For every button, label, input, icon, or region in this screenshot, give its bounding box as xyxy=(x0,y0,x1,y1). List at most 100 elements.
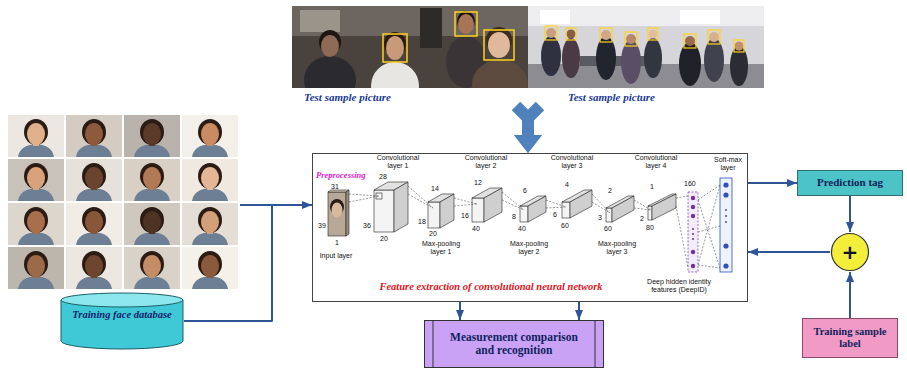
dimension-number: 60 xyxy=(561,222,569,230)
face-photo-grid xyxy=(66,159,122,201)
flow-arrow xyxy=(849,272,851,318)
dimension-number: 39 xyxy=(318,222,326,230)
test-photo xyxy=(685,36,695,46)
process-side-bar xyxy=(595,321,596,367)
process-side-bar xyxy=(433,321,434,367)
projection-lines xyxy=(502,192,524,210)
test-photo xyxy=(304,56,356,88)
face-photo-grid xyxy=(182,203,238,245)
test-photo xyxy=(567,30,576,39)
layer-name: Convolutional layer 4 xyxy=(630,154,682,169)
test-photo xyxy=(709,32,719,42)
projection-lines xyxy=(634,200,651,210)
deepid-layer xyxy=(692,233,694,235)
face-photo-grid xyxy=(124,203,180,245)
dimension-number: 1 xyxy=(335,239,339,247)
layer-name: Max-pooling layer 3 xyxy=(594,240,640,255)
softmax-layer xyxy=(723,182,728,187)
layer-name: Convolutional layer 2 xyxy=(460,154,512,169)
face-photo-grid xyxy=(66,115,122,157)
face-photo-grid xyxy=(66,247,122,289)
test-photo xyxy=(528,6,764,26)
dimension-number: 18 xyxy=(418,218,426,226)
layer-name: Soft-max layer xyxy=(710,156,746,171)
test-photo xyxy=(626,34,636,44)
face-photo-grid xyxy=(8,115,238,289)
face-photo-grid xyxy=(76,251,112,289)
cylinder-outline xyxy=(60,292,184,350)
flow-arrow xyxy=(748,182,797,184)
face-photo-grid xyxy=(182,115,238,157)
face-photo-grid xyxy=(182,159,238,201)
face-photo-grid xyxy=(8,247,64,289)
dimension-number: 20 xyxy=(380,235,388,243)
test-photo xyxy=(600,28,612,42)
cnn-illustration xyxy=(612,196,634,222)
softmax-layer xyxy=(723,263,728,268)
node-text: Test sample picture xyxy=(568,91,655,104)
dimension-number: 8 xyxy=(512,213,516,221)
node-text: Training face database xyxy=(68,309,176,321)
face-photo-grid xyxy=(134,119,170,157)
cnn-illustration xyxy=(346,190,349,236)
test-photo xyxy=(321,35,339,57)
face-photo-grid xyxy=(66,115,122,157)
projection-lines xyxy=(698,185,720,268)
face-photo-grid xyxy=(182,115,238,157)
node-text: Prediction tag xyxy=(817,176,883,189)
projection-lines xyxy=(592,194,610,213)
cylinder-top xyxy=(61,293,183,307)
face-photo-grid xyxy=(8,159,64,201)
cnn-illustration xyxy=(606,208,612,222)
flow-arrow xyxy=(849,196,851,232)
test-photo xyxy=(472,60,528,88)
deepid-layer xyxy=(691,205,695,209)
softmax-layer xyxy=(720,178,732,272)
face-photo-grid xyxy=(18,251,54,289)
cnn-illustration xyxy=(332,203,343,218)
process-box: Prediction tag xyxy=(797,170,903,196)
predefined-process-box: Measurement comparison and recognition xyxy=(424,320,604,368)
face-photo-grid xyxy=(182,159,238,201)
dimension-number: 20 xyxy=(429,230,437,238)
layer-name: Convolutional layer 1 xyxy=(372,154,424,169)
face-photo-grid xyxy=(182,247,238,289)
test-photo xyxy=(386,36,404,60)
node-text: Preprocessing xyxy=(316,171,366,180)
projection-lines xyxy=(676,196,688,268)
face-photo-grid xyxy=(192,119,228,157)
deepid-layer xyxy=(691,214,695,218)
face-photo-grid xyxy=(134,251,170,289)
deepid-layer xyxy=(691,250,695,254)
face-photo-grid xyxy=(8,115,64,157)
test-photo xyxy=(300,10,340,32)
face-photo-grid xyxy=(66,247,122,289)
flow-arrow xyxy=(748,251,830,253)
cnn-illustration xyxy=(648,206,652,220)
projection-lines xyxy=(349,194,379,202)
projection-lines xyxy=(408,186,433,208)
cnn-illustration xyxy=(440,194,454,228)
test-photo xyxy=(684,34,696,48)
dimension-number: 14 xyxy=(431,185,439,193)
face-photo-grid xyxy=(8,247,64,289)
face-photo-grid xyxy=(76,163,112,201)
dimension-number: 12 xyxy=(474,179,482,187)
test-photo xyxy=(735,42,744,51)
test-photo xyxy=(458,14,474,34)
face-photo-grid xyxy=(66,159,122,201)
dimension-number: 4 xyxy=(565,181,569,189)
dimension-number: 2 xyxy=(640,215,644,223)
cnn-illustration xyxy=(562,202,570,218)
dimension-number: 40 xyxy=(472,225,480,233)
dimension-number: 28 xyxy=(379,173,387,181)
test-photo xyxy=(708,30,720,44)
face-photo-grid xyxy=(18,207,54,245)
face-photo-grid xyxy=(124,247,180,289)
feed-line xyxy=(240,204,272,206)
dimension-number: 1 xyxy=(650,183,654,191)
node-text: Training sample label xyxy=(809,326,891,350)
deepid-layer xyxy=(688,192,698,272)
face-photo-grid xyxy=(124,203,180,245)
